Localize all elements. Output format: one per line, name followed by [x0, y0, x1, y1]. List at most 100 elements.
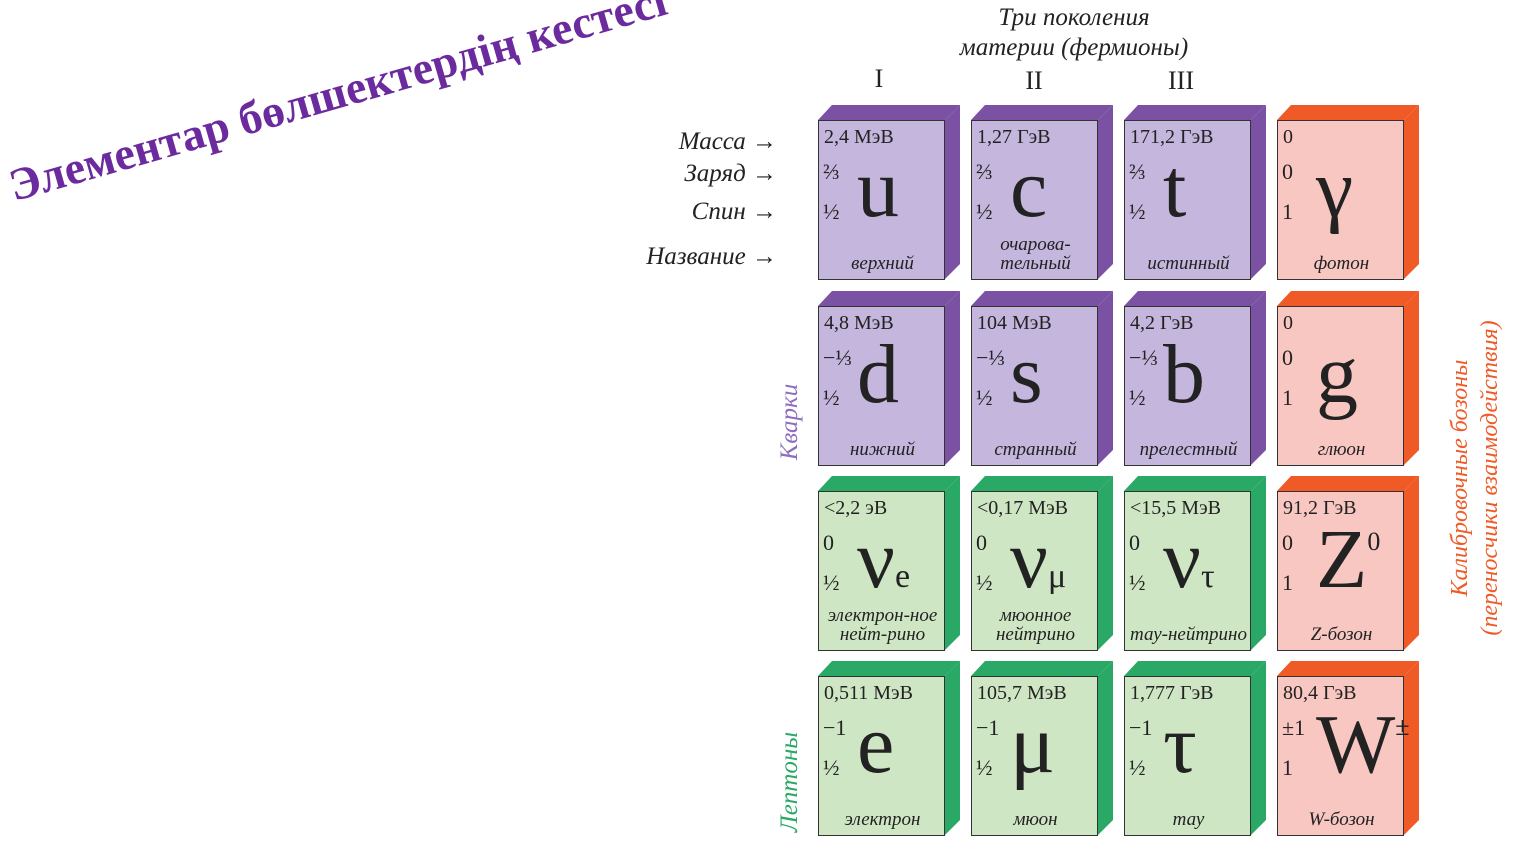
particle-charge: ⅔: [1129, 159, 1146, 184]
particle-cell-lepton: 105,7 МэВ −1 ½ μ мюон: [971, 661, 1113, 836]
particle-mass: 0: [1283, 312, 1293, 334]
cell-side-edge: [1098, 291, 1113, 465]
cell-side-edge: [1098, 661, 1113, 835]
particle-cell-lepton: <15,5 МэВ 0 ½ ντ тау-нейтрино: [1124, 476, 1266, 651]
cell-top-edge: [818, 105, 960, 120]
particle-charge: −1: [976, 715, 1000, 740]
cell-top-edge: [1277, 476, 1419, 491]
cell-face: 80,4 ГэВ ±1 1 W± W-бозон: [1277, 676, 1410, 836]
particle-name: истинный: [1147, 253, 1230, 274]
particle-symbol: ντ: [1163, 510, 1215, 627]
particle-symbol: νe: [857, 510, 910, 627]
particle-symbol: u: [857, 139, 899, 256]
particle-name: глюон: [1317, 439, 1366, 460]
particle-mass: 0,511 МэВ: [824, 682, 913, 704]
particle-cell-boson: 91,2 ГэВ 0 1 Z0 Z-бозон: [1277, 476, 1419, 651]
label-text: Заряд: [684, 160, 746, 187]
cell-side-edge: [945, 476, 960, 650]
particle-mass: <15,5 МэВ: [1130, 497, 1221, 519]
particle-mass: 105,7 МэВ: [977, 682, 1067, 704]
quarks-label: Кварки: [776, 383, 803, 461]
particle-spin: ½: [823, 755, 840, 780]
symbol-subscript: μ: [1047, 558, 1067, 595]
particle-mass: 171,2 ГэВ: [1130, 126, 1214, 148]
row-label-name: Название →: [617, 243, 777, 271]
particle-charge: 0: [823, 530, 834, 555]
generation-2: II: [1025, 66, 1043, 95]
particle-name: Z-бозон: [1310, 624, 1373, 645]
particle-cell-boson: 0 0 1 g глюон: [1277, 291, 1419, 466]
particle-spin: 1: [1282, 755, 1293, 780]
cell-side-edge: [1404, 291, 1419, 465]
bosons-label-line-1: Калибровочные бозоны: [1447, 359, 1473, 597]
leptons-label: Лептоны: [776, 731, 803, 833]
cell-face: 4,2 ГэВ −⅓ ½ b прелестный: [1124, 306, 1251, 466]
particle-charge: ⅔: [823, 159, 840, 184]
particle-cell-quark: 2,4 МэВ ⅔ ½ u верхний: [818, 105, 960, 280]
symbol-text: t: [1163, 142, 1187, 235]
particle-name: прелестный: [1139, 439, 1238, 460]
cell-top-edge: [971, 291, 1113, 306]
particle-spin: ½: [976, 755, 993, 780]
particle-symbol: c: [1010, 139, 1047, 256]
particle-symbol: W±: [1316, 695, 1410, 812]
particle-mass: 4,8 МэВ: [824, 312, 894, 334]
particle-symbol: γ: [1316, 139, 1353, 256]
symbol-text: c: [1010, 142, 1048, 235]
generation-3: III: [1168, 66, 1194, 95]
cell-side-edge: [1098, 105, 1113, 279]
particle-cell-quark: 104 МэВ −⅓ ½ s странный: [971, 291, 1113, 466]
particle-symbol: τ: [1163, 695, 1197, 812]
particle-charge: −⅓: [823, 345, 852, 370]
cell-side-edge: [1404, 661, 1419, 835]
cell-face: 2,4 МэВ ⅔ ½ u верхний: [818, 120, 945, 280]
particle-symbol: μ: [1010, 695, 1055, 812]
particle-spin: 1: [1282, 199, 1293, 224]
cell-face: <2,2 эВ 0 ½ νe электрон-ное нейт-рино: [818, 491, 945, 651]
particle-name: электрон: [844, 809, 921, 830]
particle-cell-boson: 80,4 ГэВ ±1 1 W± W-бозон: [1277, 661, 1419, 836]
particle-spin: ½: [1129, 755, 1146, 780]
particle-symbol: b: [1163, 325, 1205, 442]
particle-cell-lepton: <2,2 эВ 0 ½ νe электрон-ное нейт-рино: [818, 476, 960, 651]
particle-mass: <0,17 МэВ: [977, 497, 1068, 519]
row-label-spin: Спин →: [617, 198, 777, 226]
particle-mass: 0: [1283, 126, 1293, 148]
particle-symbol: s: [1010, 325, 1043, 442]
cell-face: 104 МэВ −⅓ ½ s странный: [971, 306, 1098, 466]
particle-charge: 0: [976, 530, 987, 555]
symbol-text: s: [1010, 328, 1043, 421]
particle-spin: ½: [1129, 385, 1146, 410]
particle-charge: 0: [1282, 159, 1293, 184]
particle-spin: ½: [976, 385, 993, 410]
cell-face: 0,511 МэВ −1 ½ e электрон: [818, 676, 945, 836]
symbol-text: ν: [857, 513, 895, 606]
symbol-subscript: τ: [1200, 558, 1215, 595]
particle-symbol: νμ: [1010, 510, 1066, 627]
cell-side-edge: [1251, 291, 1266, 465]
particle-charge: −⅓: [976, 345, 1005, 370]
cell-top-edge: [818, 476, 960, 491]
particle-cell-boson: 0 0 1 γ фотон: [1277, 105, 1419, 280]
particle-symbol: t: [1163, 139, 1186, 256]
cell-top-edge: [1277, 105, 1419, 120]
particle-name: электрон-ное нейт-рино: [827, 605, 938, 645]
symbol-text: u: [857, 142, 899, 235]
symbol-subscript: e: [894, 558, 911, 595]
particle-charge: −1: [823, 715, 847, 740]
particle-cell-lepton: 1,777 ГэВ −1 ½ τ тау: [1124, 661, 1266, 836]
cell-top-edge: [1124, 476, 1266, 491]
label-text: Название: [646, 243, 746, 270]
symbol-text: d: [857, 328, 899, 421]
particle-spin: ½: [823, 570, 840, 595]
cell-face: 1,27 ГэВ ⅔ ½ c очарова-тельный: [971, 120, 1098, 280]
particle-symbol: d: [857, 325, 899, 442]
cell-side-edge: [945, 661, 960, 835]
symbol-text: ν: [1010, 513, 1048, 606]
cell-face: 4,8 МэВ −⅓ ½ d нижний: [818, 306, 945, 466]
particle-charge: 0: [1282, 345, 1293, 370]
particle-cell-quark: 4,2 ГэВ −⅓ ½ b прелестный: [1124, 291, 1266, 466]
cell-top-edge: [1277, 661, 1419, 676]
symbol-text: τ: [1163, 698, 1197, 791]
cell-side-edge: [1404, 476, 1419, 650]
